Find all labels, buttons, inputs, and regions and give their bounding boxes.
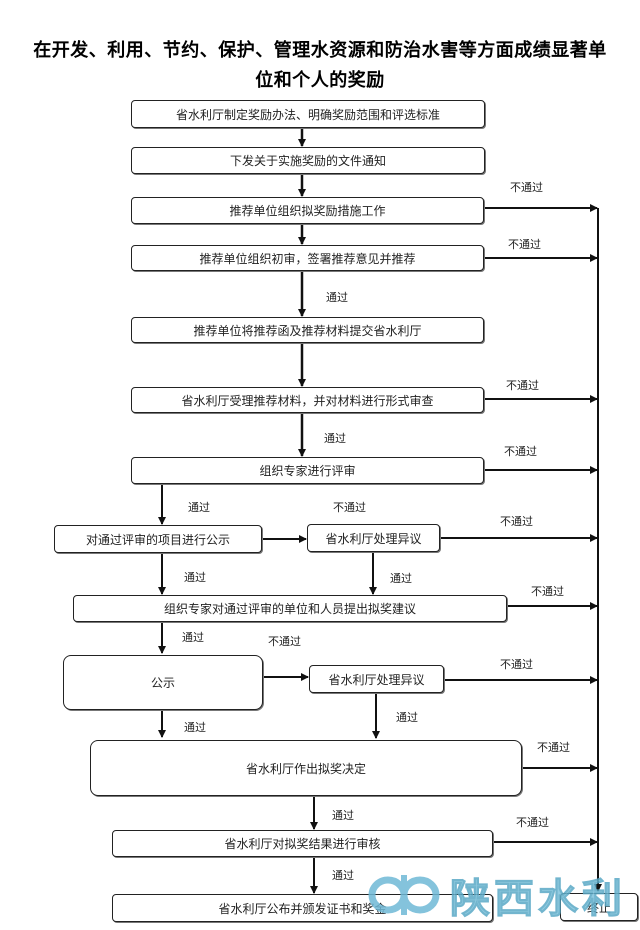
label-fail: 不通过 [506,379,539,392]
label-fail: 不通过 [500,658,533,671]
label-pass: 通过 [332,809,354,822]
step-organize-nomination: 推荐单位组织拟奖励措施工作 [131,197,484,224]
label-pass: 通过 [326,291,348,304]
label-fail: 不通过 [500,515,533,528]
step-issue-notice: 下发关于实施奖励的文件通知 [131,147,485,174]
label-pass: 通过 [324,432,346,445]
step-terminate: 终止 [560,893,638,921]
label-fail: 不通过 [504,445,537,458]
step-expert-recommendation: 组织专家对通过评审的单位和人员提出拟奖建议 [73,595,507,622]
step-expert-review: 组织专家进行评审 [131,457,484,484]
label-fail: 不通过 [531,585,564,598]
label-fail: 不通过 [268,635,301,648]
label-fail: 不通过 [510,181,543,194]
label-pass: 通过 [390,572,412,585]
step-publicize: 公示 [63,655,263,710]
step-handle-objection-1: 省水利厅处理异议 [307,524,440,552]
diagram-title-line1: 在开发、利用、节约、保护、管理水资源和防治水害等方面成绩显著单 [33,40,607,61]
step-submit-materials: 推荐单位将推荐函及推荐材料提交省水利厅 [131,317,484,343]
step-preliminary-review: 推荐单位组织初审，签署推荐意见并推荐 [131,245,484,271]
step-announce-award: 省水利厅公布并颁发证书和奖金 [112,894,493,922]
label-fail: 不通过 [508,238,541,251]
step-award-decision: 省水利厅作出拟奖决定 [90,740,522,796]
step-publicize-projects: 对通过评审的项目进行公示 [54,525,262,553]
step-verify-results: 省水利厅对拟奖结果进行审核 [112,830,493,857]
step-set-award-rules: 省水利厅制定奖励办法、明确奖励范围和评选标准 [131,100,485,128]
step-handle-objection-2: 省水利厅处理异议 [309,665,444,693]
label-fail: 不通过 [333,501,366,514]
label-pass: 通过 [332,869,354,882]
label-pass: 通过 [188,501,210,514]
diagram-title-line2: 位和个人的奖励 [255,70,385,91]
label-fail: 不通过 [516,816,549,829]
label-fail: 不通过 [537,741,570,754]
step-formal-review: 省水利厅受理推荐材料，并对材料进行形式审查 [131,387,484,413]
label-pass: 通过 [396,711,418,724]
label-pass: 通过 [184,571,206,584]
label-pass: 通过 [184,721,206,734]
label-pass: 通过 [182,631,204,644]
